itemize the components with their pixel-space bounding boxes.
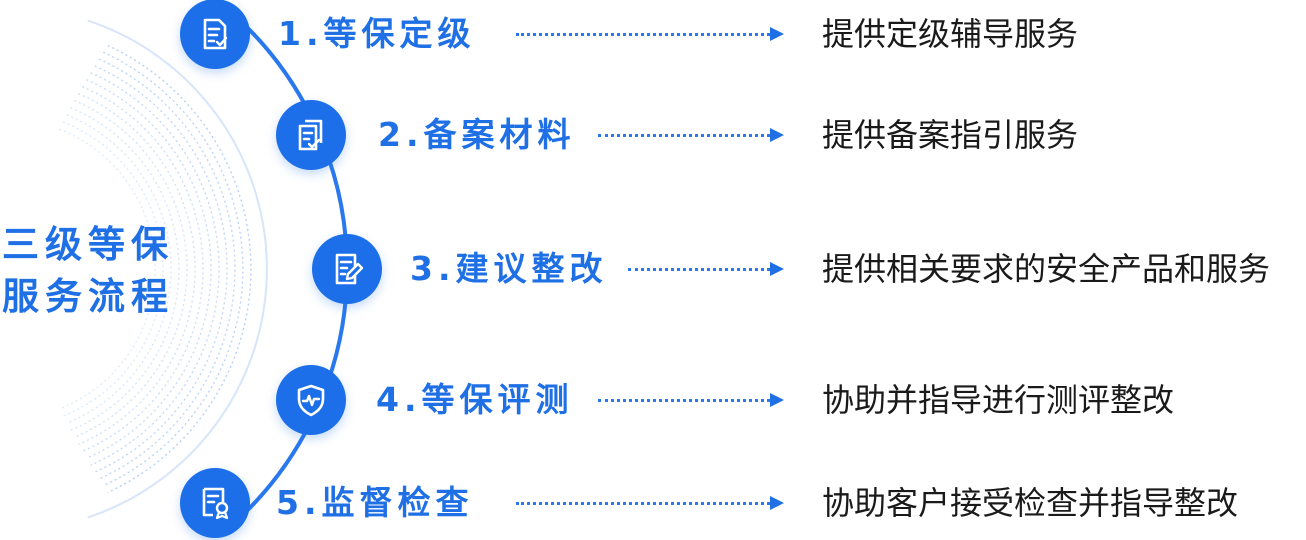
document-check-icon xyxy=(180,0,250,69)
step-3-label: 3.建议整改 xyxy=(410,249,608,288)
step-1-arrow xyxy=(516,33,770,39)
step-5-arrow xyxy=(516,502,770,508)
step-4-label: 4.等保评测 xyxy=(376,380,574,419)
step-4-arrow xyxy=(598,399,770,405)
step-5: 5.监督检查 协助客户接受检查并指导整改 xyxy=(0,466,1306,540)
certificate-icon xyxy=(180,468,250,538)
step-3-arrow xyxy=(628,268,770,274)
outer-thin-arc xyxy=(87,19,268,519)
step-2-arrow-head xyxy=(770,128,784,142)
step-2: 2.备案材料 提供备案指引服务 xyxy=(0,98,1306,172)
files-check-icon xyxy=(276,100,346,170)
diagram-title-line-2: 服务流程 xyxy=(2,275,174,318)
step-1-description: 提供定级辅导服务 xyxy=(822,15,1079,53)
dotted-ring xyxy=(107,44,252,494)
step-4-description: 协助并指导进行测评整改 xyxy=(822,381,1175,419)
dotted-ring xyxy=(66,114,172,424)
dotted-ring xyxy=(78,93,196,445)
step-3-description: 提供相关要求的安全产品和服务 xyxy=(822,250,1271,288)
step-1: 1.等保定级 提供定级辅导服务 xyxy=(0,0,1306,71)
step-5-label: 5.监督检查 xyxy=(276,483,474,522)
shield-pulse-icon xyxy=(276,365,346,435)
dotted-ring xyxy=(62,121,164,417)
step-4-arrow-head xyxy=(770,393,784,407)
dotted-ring xyxy=(94,65,228,473)
step-2-description: 提供备案指引服务 xyxy=(822,116,1079,154)
dotted-ring xyxy=(90,72,220,466)
diagram-title-line-1: 三级等保 xyxy=(2,223,174,266)
dotted-ring xyxy=(70,107,180,431)
step-2-label: 2.备案材料 xyxy=(378,115,576,154)
dotted-ring xyxy=(82,86,204,452)
edit-document-icon xyxy=(312,234,382,304)
step-5-arrow-head xyxy=(770,496,784,510)
step-5-description: 协助客户接受检查并指导整改 xyxy=(822,484,1239,522)
step-3-arrow-head xyxy=(770,262,784,276)
step-1-arrow-head xyxy=(770,27,784,41)
dotted-ring xyxy=(59,128,156,410)
dotted-rings-decoration xyxy=(59,44,252,494)
step-2-arrow xyxy=(598,134,770,140)
step-4: 4.等保评测 协助并指导进行测评整改 xyxy=(0,363,1306,437)
step-1-label: 1.等保定级 xyxy=(278,14,476,53)
step-3: 3.建议整改 提供相关要求的安全产品和服务 xyxy=(0,232,1306,306)
